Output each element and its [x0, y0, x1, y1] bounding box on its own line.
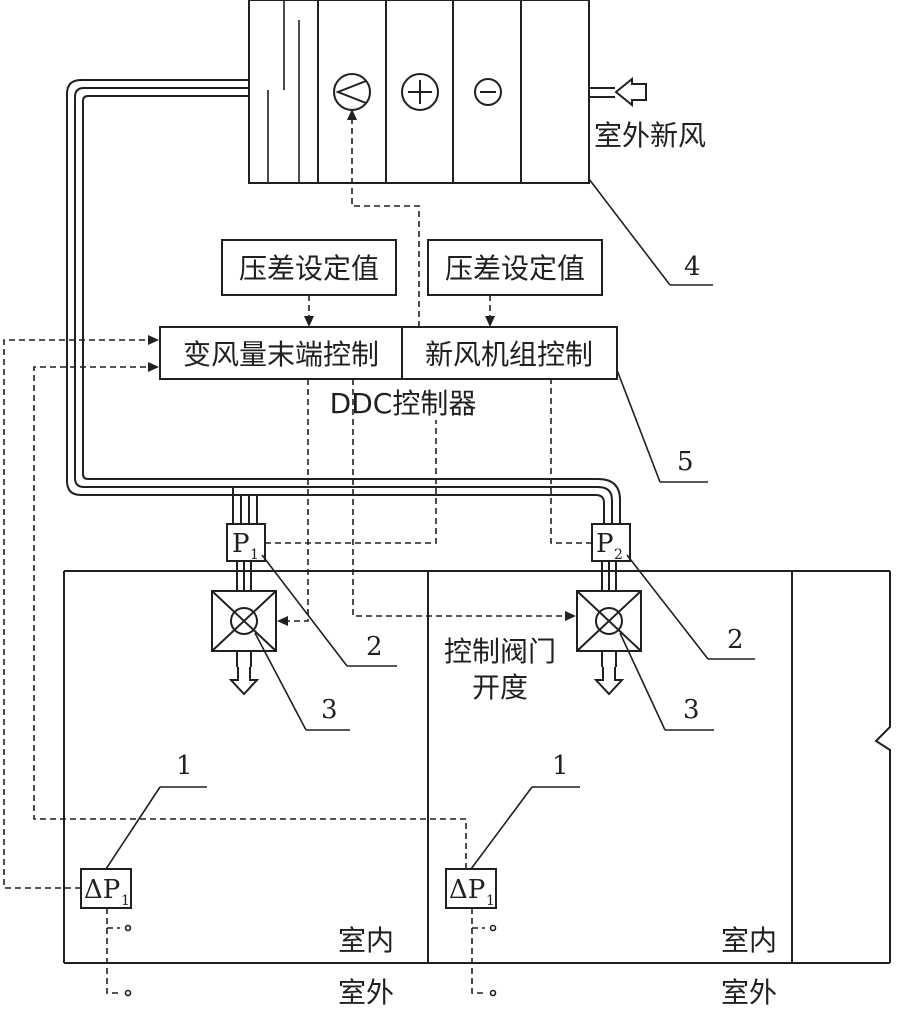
svg-text:5: 5 [677, 447, 694, 477]
callout-5: 5 [616, 369, 708, 483]
setpoint-left-label: 压差设定值 [239, 252, 379, 285]
callout-2-left: 2 [261, 554, 397, 667]
callout-1-left: 1 [105, 751, 207, 870]
callout-3-right: 3 [619, 632, 714, 731]
vav-terminal-control-label: 变风量末端控制 [183, 338, 379, 371]
outdoor-fresh-air-label: 室外新风 [594, 119, 706, 152]
supply-duct [66, 79, 621, 524]
setpoint-right-label: 压差设定值 [445, 252, 585, 285]
p2-label: P [596, 529, 614, 559]
control-valve-opening-line2: 开度 [472, 671, 528, 704]
indoor-right-label: 室内 [721, 924, 777, 957]
callout-1-right: 1 [470, 751, 580, 870]
pressure-sensor-p2: P 2 [591, 523, 631, 563]
vav-box-right-icon [576, 590, 642, 652]
vav-box-left-icon [211, 590, 277, 652]
fan-icon [333, 73, 371, 111]
diff-pressure-sensor-right: ΔP 1 [445, 868, 497, 909]
supply-outlet-left-icon [228, 667, 260, 696]
dp-left-subscript: 1 [121, 893, 130, 909]
control-valve-opening-line1: 控制阀门 [444, 635, 556, 668]
supply-outlet-right-icon [593, 667, 625, 696]
setpoint-box-left: 压差设定值 [221, 239, 397, 296]
fresh-air-unit [248, 0, 590, 184]
p1-subscript: 1 [250, 547, 259, 563]
ddc-controller-box: 变风量末端控制 新风机组控制 [159, 326, 618, 380]
setpoint-box-right: 压差设定值 [427, 239, 603, 296]
fresh-air-inlet-arrow-icon [589, 76, 647, 108]
ddc-controller-label: DDC控制器 [330, 387, 477, 420]
outdoor-left-label: 室外 [338, 976, 394, 1009]
svg-text:4: 4 [684, 252, 701, 282]
room-partition [63, 570, 891, 964]
svg-text:3: 3 [321, 695, 338, 725]
heating-coil-icon [401, 73, 439, 111]
callout-3-left: 3 [254, 632, 350, 731]
svg-text:3: 3 [683, 695, 700, 725]
svg-text:2: 2 [727, 625, 744, 655]
callout-4: 4 [588, 178, 713, 286]
diff-pressure-sensor-left: ΔP 1 [80, 868, 132, 909]
cooling-coil-icon [474, 78, 502, 106]
dp-left-label: ΔP [84, 875, 120, 905]
svg-text:2: 2 [366, 632, 383, 662]
pressure-sensor-p1: P 1 [226, 523, 266, 563]
p2-subscript: 2 [614, 547, 623, 563]
fresh-air-unit-control-label: 新风机组控制 [425, 338, 593, 371]
dp-right-label: ΔP [449, 875, 485, 905]
svg-text:1: 1 [552, 751, 569, 781]
outdoor-right-label: 室外 [721, 976, 777, 1009]
dp-right-subscript: 1 [486, 893, 495, 909]
svg-text:1: 1 [176, 751, 193, 781]
p1-label: P [232, 529, 250, 559]
callout-2-right: 2 [626, 554, 755, 660]
indoor-left-label: 室内 [338, 924, 394, 957]
